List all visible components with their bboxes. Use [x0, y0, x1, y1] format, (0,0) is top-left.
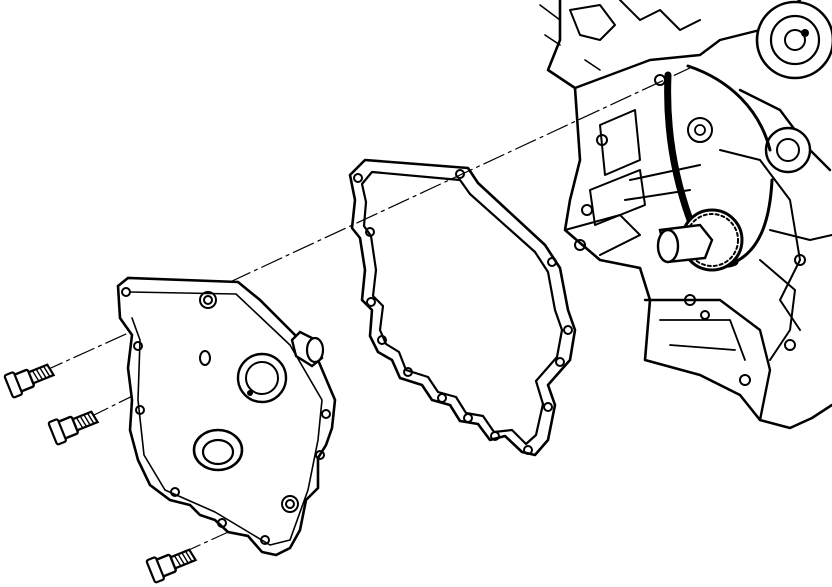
bolt-3 — [145, 548, 198, 584]
tensioner-pulley — [687, 117, 812, 174]
timing-cover — [116, 276, 337, 557]
bolt-2 — [47, 410, 100, 446]
engine-block-assembly — [539, 0, 832, 430]
camshaft-pulley — [755, 0, 832, 80]
bolt-1 — [3, 363, 56, 399]
gasket — [348, 158, 577, 457]
alignment-line-top — [229, 67, 691, 283]
crankshaft-sprocket — [624, 164, 744, 272]
